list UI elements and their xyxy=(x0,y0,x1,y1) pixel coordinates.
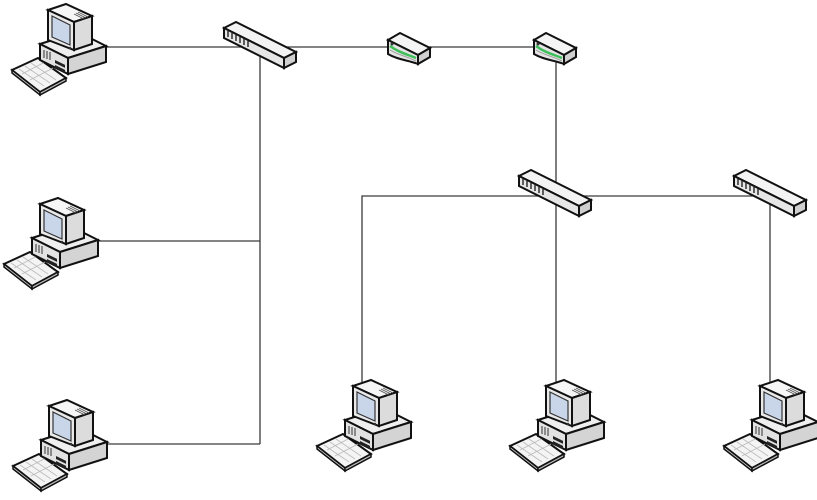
computer-pc1[interactable] xyxy=(11,3,107,96)
hub-hub2[interactable] xyxy=(518,169,592,217)
desktop-computer-icon xyxy=(509,379,605,472)
link-hub2-pc4 xyxy=(361,195,556,400)
router-router1[interactable] xyxy=(386,31,432,66)
desktop-computer-icon xyxy=(723,379,817,472)
computer-pc2[interactable] xyxy=(3,197,99,290)
router-router2[interactable] xyxy=(532,31,578,66)
desktop-computer-icon xyxy=(12,399,108,492)
computer-pc3[interactable] xyxy=(12,399,108,492)
computer-pc4[interactable] xyxy=(316,379,412,472)
desktop-computer-icon xyxy=(316,379,412,472)
computer-pc6[interactable] xyxy=(723,379,817,472)
router-icon xyxy=(386,31,432,66)
router-icon xyxy=(532,31,578,66)
desktop-computer-icon xyxy=(11,3,107,96)
network-hub-icon xyxy=(518,169,592,217)
network-links xyxy=(95,46,771,445)
desktop-computer-icon xyxy=(3,197,99,290)
computer-pc5[interactable] xyxy=(509,379,605,472)
